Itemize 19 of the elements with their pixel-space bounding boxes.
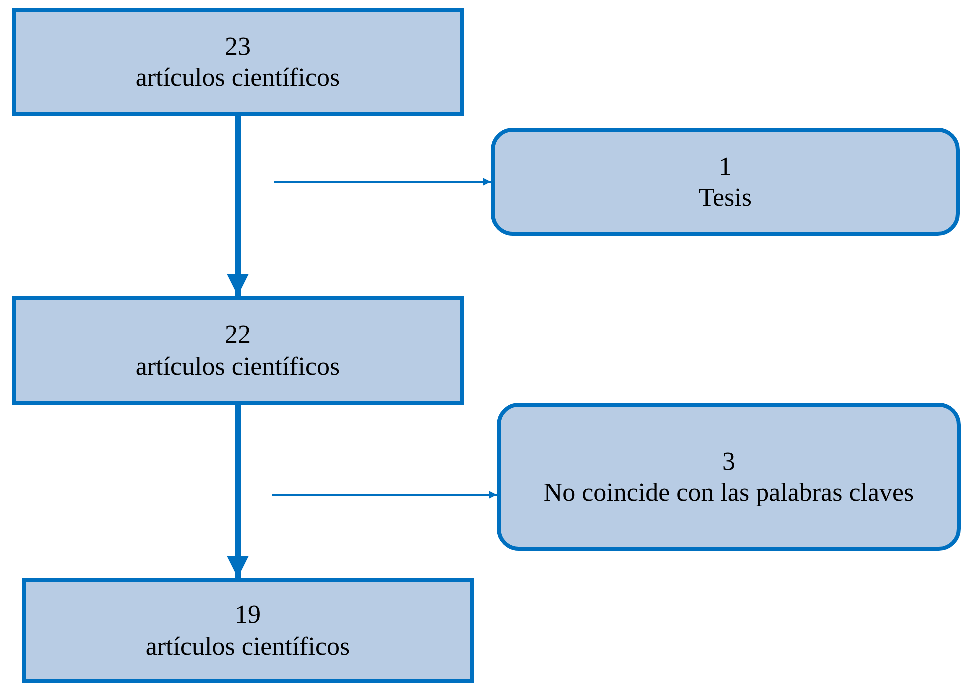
arrow — [227, 116, 249, 296]
count-label: 19 — [235, 599, 261, 630]
arrow — [227, 405, 249, 578]
arrow — [274, 178, 491, 186]
process-box — [12, 8, 464, 116]
process-box — [22, 578, 474, 683]
count-label: 23 — [225, 30, 251, 62]
description-label: Tesis — [698, 182, 752, 214]
excluded-box — [497, 403, 961, 551]
process-box — [12, 296, 464, 405]
description-label: No coincide con las palabras claves — [544, 477, 914, 508]
excluded-box — [491, 128, 960, 236]
description-label: artículos científicos — [136, 62, 340, 94]
count-label: 3 — [722, 446, 736, 477]
description-label: artículos científicos — [136, 350, 340, 382]
arrow — [272, 491, 497, 499]
count-label: 1 — [719, 150, 732, 182]
description-label: artículos científicos — [146, 630, 350, 662]
count-label: 22 — [225, 319, 251, 350]
